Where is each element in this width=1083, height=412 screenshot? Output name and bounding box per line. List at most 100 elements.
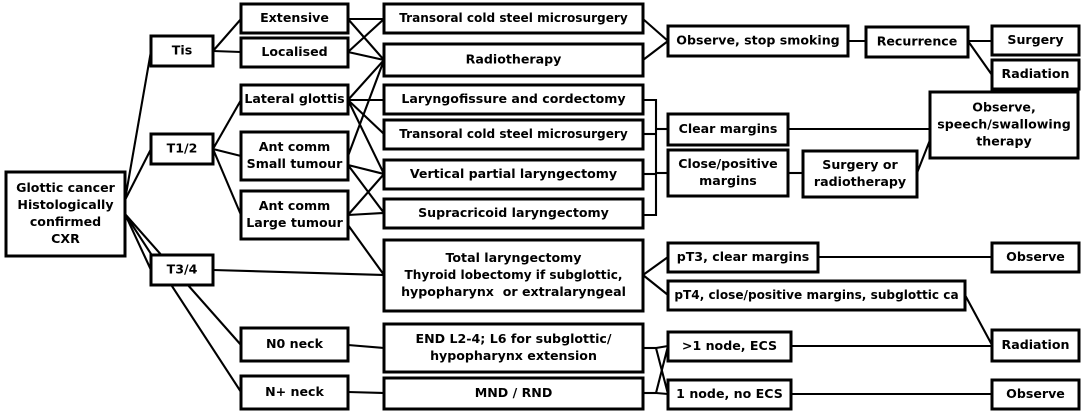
edge-layer — [123, 17, 993, 396]
connector-ant_comm_large-to-total_laryngectomy — [347, 224, 385, 276]
node-label-clear_margins: Clear margins — [679, 121, 778, 136]
node-label-total_laryngectomy: hypopharynx or extralaryngeal — [401, 284, 626, 299]
node-clear_margins[interactable]: Clear margins — [666, 112, 790, 147]
node-pt4_close[interactable]: pT4, close/positive margins, subglottic … — [666, 279, 967, 312]
node-lateral_glottis[interactable]: Lateral glottis — [239, 83, 350, 116]
node-box-t12 — [149, 132, 215, 166]
connector-ant_comm_small-to-vertical_part — [347, 163, 385, 176]
node-label-pt3_clear: pT3, clear margins — [677, 249, 810, 264]
node-label-observe_stop: Observe, stop smoking — [676, 33, 839, 48]
node-supracricoid[interactable]: Supracricoid laryngectomy — [382, 197, 645, 230]
node-label-ant_comm_large: Ant comm — [259, 198, 330, 213]
node-box-root — [4, 170, 127, 258]
node-t34[interactable]: T3/4 — [149, 253, 215, 287]
node-box-gt1_node_ecs — [666, 330, 793, 363]
connector-cross_b-to-one_node_no_ecs — [655, 391, 669, 396]
node-label-lateral_glottis: Lateral glottis — [244, 91, 344, 106]
node-label-localised: Localised — [261, 44, 327, 59]
node-label-laryngofissure: Laryngofissure and cordectomy — [401, 91, 625, 106]
node-label-radiation_neck: Radiation — [1002, 337, 1070, 352]
node-np_neck[interactable]: N+ neck — [239, 374, 350, 411]
node-label-ant_comm_small: Ant comm — [259, 139, 330, 154]
node-laryngofissure[interactable]: Laryngofissure and cordectomy — [382, 83, 645, 116]
node-tis[interactable]: Tis — [149, 34, 215, 68]
connector-extensive-to-radiotherapy — [347, 18, 385, 61]
node-label-recurrence: Recurrence — [877, 34, 958, 49]
node-localised[interactable]: Localised — [239, 36, 350, 69]
node-recurrence[interactable]: Recurrence — [864, 25, 970, 59]
node-t12[interactable]: T1/2 — [149, 132, 215, 166]
connector-lateral_glottis-to-radiotherapy — [347, 59, 385, 101]
node-box-one_node_no_ecs — [666, 378, 793, 411]
node-label-n0_neck: N0 neck — [266, 336, 324, 351]
node-box-mnd_rnd — [382, 376, 645, 411]
node-n0_neck[interactable]: N0 neck — [239, 326, 350, 363]
node-box-radiation_top — [990, 58, 1081, 91]
connector-root-to-t34 — [124, 213, 152, 271]
connector-ant_comm_large-to-supracricoid — [347, 211, 385, 217]
node-box-radiotherapy — [382, 42, 645, 78]
node-box-recurrence — [864, 25, 970, 59]
node-label-root: CXR — [51, 231, 80, 246]
connector-pt4_close-to-radiation_neck — [964, 294, 993, 346]
node-mnd_rnd[interactable]: MND / RND — [382, 376, 645, 411]
node-box-tcsm_top — [382, 2, 645, 35]
node-label-surgery: Surgery — [1007, 32, 1063, 47]
node-layer: Glottic cancerHistologicallyconfirmedCXR… — [4, 2, 1081, 411]
node-box-close_positive — [666, 148, 790, 198]
connector-tis-to-extensive — [212, 18, 242, 52]
node-tcsm_top[interactable]: Transoral cold steel microsurgery — [382, 2, 645, 35]
connector-radiotherapy-to-observe_stop — [642, 40, 669, 61]
node-label-obs_speech: therapy — [976, 134, 1031, 149]
node-label-surgery_or_rt: Surgery or — [822, 157, 898, 172]
node-label-tcsm_top: Transoral cold steel microsurgery — [399, 11, 628, 25]
node-radiation_neck[interactable]: Radiation — [990, 328, 1081, 363]
node-box-pt3_clear — [666, 241, 820, 274]
node-box-ant_comm_small — [239, 130, 350, 182]
node-label-observe_neck: Observe — [1006, 386, 1065, 401]
node-label-root: Glottic cancer — [16, 180, 115, 195]
node-pt3_clear[interactable]: pT3, clear margins — [666, 241, 820, 274]
node-extensive[interactable]: Extensive — [239, 2, 350, 35]
node-label-radiation_top: Radiation — [1002, 66, 1070, 81]
connector-tcsm_top-to-observe_stop — [642, 18, 669, 42]
node-observe_neck[interactable]: Observe — [990, 378, 1081, 411]
connector-lateral_glottis-to-vertical_part — [347, 99, 385, 175]
node-surgery[interactable]: Surgery — [990, 24, 1081, 57]
node-gt1_node_ecs[interactable]: >1 node, ECS — [666, 330, 793, 363]
node-observe_pt3[interactable]: Observe — [990, 241, 1081, 274]
node-label-tis: Tis — [172, 43, 192, 58]
node-box-supracricoid — [382, 197, 645, 230]
connector-root-to-t12 — [124, 148, 152, 201]
node-box-extensive — [239, 2, 350, 35]
node-box-clear_margins — [666, 112, 790, 147]
connector-t12-to-ant_comm_small — [212, 147, 242, 158]
node-end_l24[interactable]: END L2-4; L6 for subglottic/hypopharynx … — [382, 322, 645, 374]
connector-np_neck-to-mnd_rnd — [347, 390, 385, 395]
node-label-mnd_rnd: MND / RND — [475, 385, 553, 400]
connector-localised-to-radiotherapy — [347, 50, 385, 62]
node-tcsm_mid[interactable]: Transoral cold steel microsurgery — [382, 118, 645, 151]
node-label-radiotherapy: Radiotherapy — [466, 52, 562, 67]
connector-cross_b-to-gt1_node_ecs — [654, 345, 670, 394]
node-radiation_top[interactable]: Radiation — [990, 58, 1081, 91]
node-vertical_part[interactable]: Vertical partial laryngectomy — [382, 158, 645, 191]
connector-t34-to-total_laryngectomy — [212, 268, 385, 277]
node-box-observe_pt3 — [990, 241, 1081, 274]
node-one_node_no_ecs[interactable]: 1 node, no ECS — [666, 378, 793, 411]
node-box-total_laryngectomy — [382, 238, 645, 313]
node-observe_stop[interactable]: Observe, stop smoking — [666, 24, 850, 58]
node-label-one_node_no_ecs: 1 node, no ECS — [676, 386, 783, 401]
connector-ant_comm_small-to-radiotherapy — [347, 59, 385, 157]
node-label-obs_speech: speech/swallowing — [937, 117, 1070, 132]
node-box-t34 — [149, 253, 215, 287]
node-radiotherapy[interactable]: Radiotherapy — [382, 42, 645, 78]
